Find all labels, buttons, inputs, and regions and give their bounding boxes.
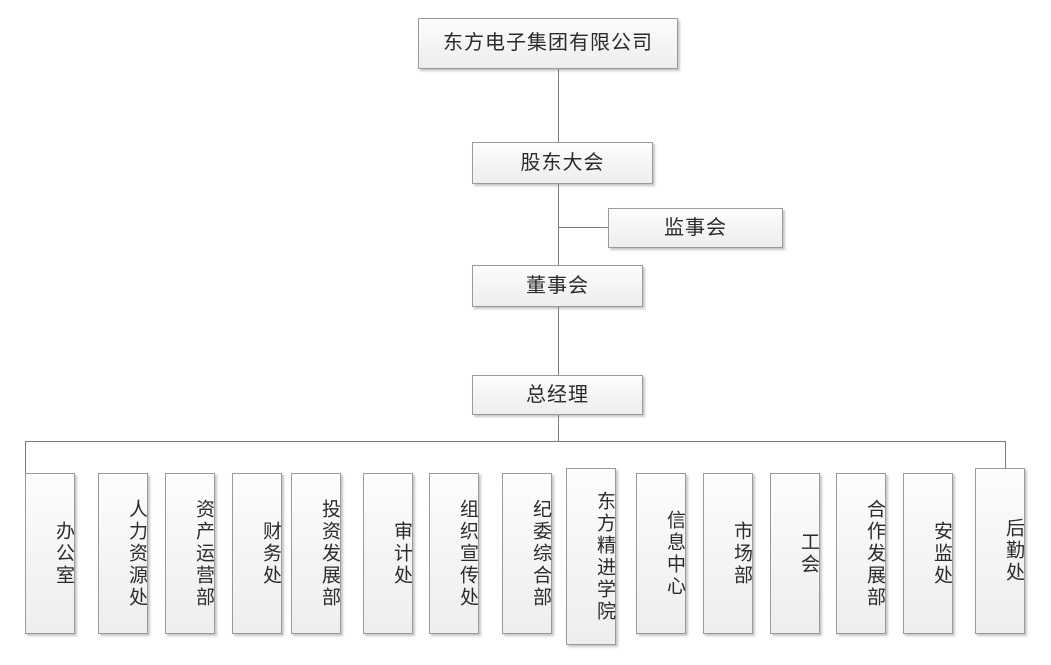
department-box-9[interactable]: 信息中心 [636,473,686,634]
department-box-5[interactable]: 审计处 [363,473,413,634]
department-box-13[interactable]: 安监处 [903,473,953,634]
connector-company-to-shareholders [558,69,559,142]
connector-bus-to-last-department [1005,441,1006,468]
node-board-of-directors[interactable]: 董事会 [472,265,643,307]
connector-department-bus [25,441,1006,442]
department-box-2[interactable]: 资产运营部 [165,473,215,634]
department-box-3[interactable]: 财务处 [232,473,282,634]
department-box-4[interactable]: 投资发展部 [291,473,341,634]
connector-shareholders-to-board [558,184,559,265]
connector-to-supervisors [558,227,608,228]
department-box-10[interactable]: 市场部 [703,473,753,634]
node-general-manager[interactable]: 总经理 [472,375,643,415]
department-box-8[interactable]: 东方精进学院 [566,468,616,645]
department-box-7[interactable]: 纪委综合部 [502,473,552,634]
department-box-6[interactable]: 组织宣传处 [429,473,479,634]
department-box-14[interactable]: 后勤处 [975,468,1025,634]
department-box-12[interactable]: 合作发展部 [836,473,886,634]
node-company[interactable]: 东方电子集团有限公司 [418,18,678,69]
department-box-0[interactable]: 办公室 [25,473,75,634]
department-box-1[interactable]: 人力资源处 [98,473,148,634]
department-box-11[interactable]: 工会 [770,473,820,634]
node-shareholders-meeting[interactable]: 股东大会 [472,142,653,184]
connector-bus-to-first-department [25,441,26,473]
connector-board-to-general-manager [558,307,559,375]
node-board-of-supervisors[interactable]: 监事会 [608,208,783,248]
connector-general-manager-down [558,415,559,441]
